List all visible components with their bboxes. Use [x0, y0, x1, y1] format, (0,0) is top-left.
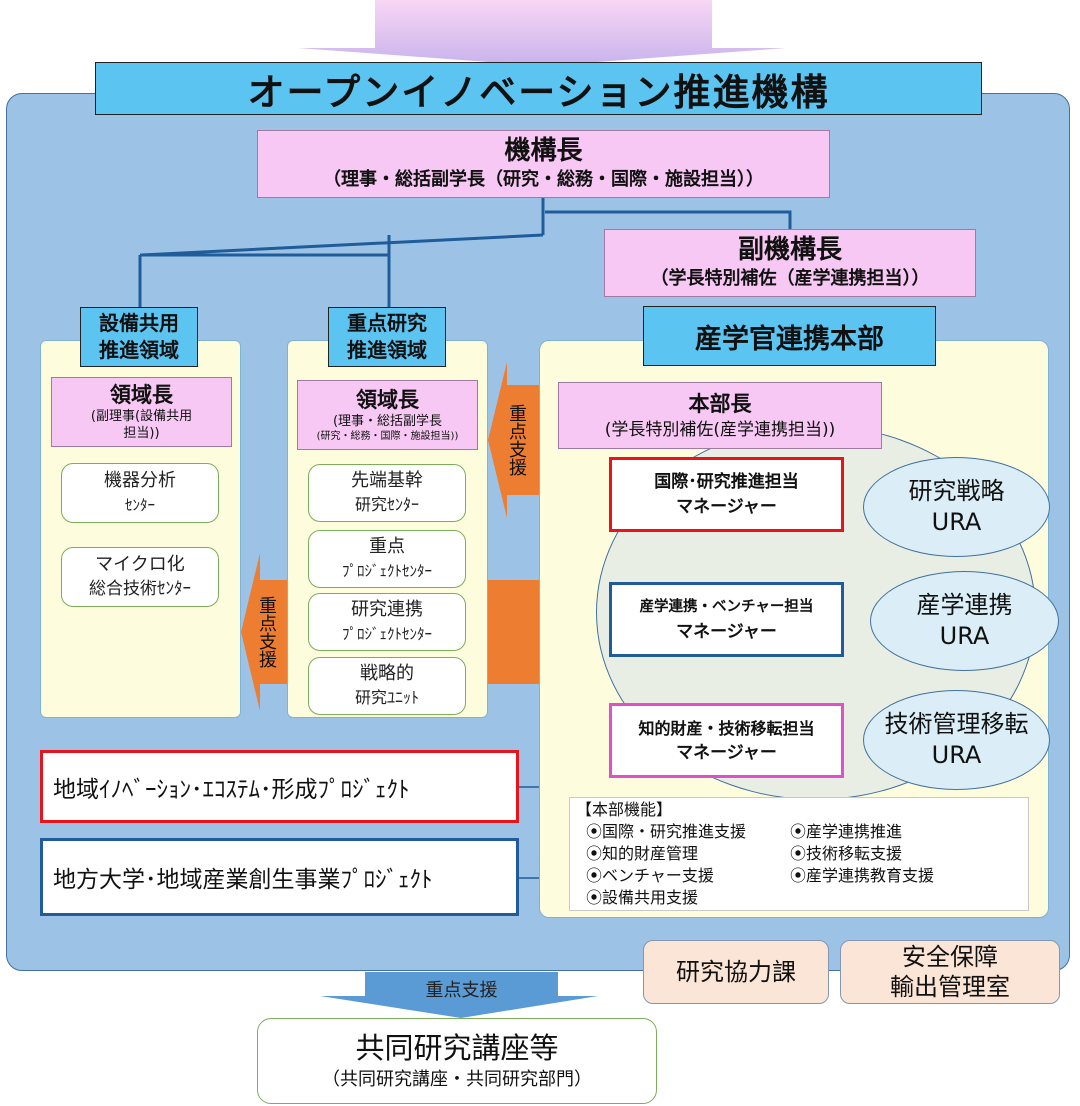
hq-head-title: 本部長: [688, 391, 752, 416]
vice-director-subtitle: （学長特別補佐（産学連携担当））: [650, 268, 930, 289]
office-label-line1: 安全保障: [902, 943, 998, 971]
hq-function-item: ⦿国際・研究推進支援: [586, 822, 747, 841]
manager-box: 知的財産・技術移転担当 マネージャー: [609, 703, 844, 778]
unit-label-line2: 研究ｾﾝﾀｰ: [354, 495, 419, 514]
director-title: 機構長: [504, 136, 583, 166]
project-box: 地方大学･地域産業創生事業ﾌﾟﾛｼﾞｪｸﾄ: [40, 838, 519, 916]
organization-title: オープンイノベーション推進機構: [95, 62, 982, 115]
unit-label-line1: 研究連携: [351, 599, 423, 620]
priority-domain-label: 重点研究 推進領域: [328, 307, 446, 367]
ura-label: 産学連携: [916, 591, 1013, 619]
director-box: 機構長 （理事・総括副学長（研究・総務・国際・施設担当））: [257, 130, 830, 198]
bottom-support-arrow: [320, 972, 598, 1018]
hq-function-item: ⦿ベンチャー支援: [586, 866, 714, 885]
hq-label: 産学官連携本部: [643, 306, 936, 366]
facility-domain-label-line2: 推進領域: [99, 338, 179, 362]
priority-unit: 重点 ﾌﾟﾛｼﾞｪｸﾄｾﾝﾀｰ: [308, 530, 466, 588]
facility-domain-label-line1: 設備共用: [99, 311, 179, 335]
manager-title: マネージャー: [676, 621, 777, 642]
project-label: 地域ｲﾉﾍﾞｰｼｮﾝ･ｴｺｽﾃﾑ･形成ﾌﾟﾛｼﾞｪｸﾄ: [53, 776, 410, 803]
unit-label-line2: 総合技術ｾﾝﾀｰ: [89, 579, 191, 599]
manager-role: 産学連携・ベンチャー担当: [639, 598, 814, 615]
facility-head-title: 領域長: [110, 383, 173, 407]
facility-head-box: 領域長 (副理事(設備共用 担当)): [51, 377, 232, 447]
priority-unit: 戦略的 研究ﾕﾆｯﾄ: [308, 657, 466, 715]
office-label-line2: 輸出管理室: [890, 973, 1010, 1001]
unit-label-line1: マイクロ化: [95, 554, 185, 575]
manager-role: 知的財産・技術移転担当: [638, 718, 815, 738]
top-flow-arrow: [298, 0, 786, 66]
unit-label-line2: ｾﾝﾀｰ: [124, 496, 155, 514]
hq-function-item: ⦿産学連携推進: [790, 822, 903, 841]
manager-box: 産学連携・ベンチャー担当 マネージャー: [609, 582, 844, 657]
joint-research-box: 共同研究講座等 （共同研究講座・共同研究部門）: [257, 1018, 657, 1104]
joint-research-subtitle: （共同研究講座・共同研究部門）: [322, 1069, 592, 1090]
office-box: 安全保障 輸出管理室: [840, 940, 1060, 1004]
manager-title: マネージャー: [676, 742, 777, 763]
hq-functions-title: 【本部機能】: [576, 800, 673, 819]
manager-role: 国際･研究推進担当: [654, 471, 799, 492]
hq-function-item: ⦿設備共用支援: [586, 888, 699, 907]
hq-functions-grid: ⦿国際・研究推進支援 ⦿産学連携推進 ⦿知的財産管理 ⦿技術移転支援 ⦿ベンチャ…: [576, 821, 1022, 909]
priority-unit: 先端基幹 研究ｾﾝﾀｰ: [308, 464, 466, 522]
ura-ellipse: 研究戦略 URA: [863, 457, 1050, 557]
office-label: 研究協力課: [676, 958, 796, 986]
hq-functions-box: 【本部機能】 ⦿国際・研究推進支援 ⦿産学連携推進 ⦿知的財産管理 ⦿技術移転支…: [569, 797, 1029, 911]
ura-ellipse: 産学連携 URA: [870, 571, 1059, 671]
hq-function-item: ⦿知的財産管理: [586, 844, 699, 863]
facility-unit: マイクロ化 総合技術ｾﾝﾀｰ: [61, 547, 219, 607]
ura-suffix: URA: [939, 622, 990, 650]
priority-head-title: 領域長: [356, 387, 419, 412]
unit-label-line2: ﾌﾟﾛｼﾞｪｸﾄｾﾝﾀｰ: [341, 562, 432, 580]
office-box: 研究協力課: [643, 940, 829, 1004]
project-box: 地域ｲﾉﾍﾞｰｼｮﾝ･ｴｺｽﾃﾑ･形成ﾌﾟﾛｼﾞｪｸﾄ: [40, 750, 519, 823]
manager-title: マネージャー: [676, 496, 777, 517]
ura-label: 技術管理移転: [884, 710, 1029, 738]
vice-director-box: 副機構長 （学長特別補佐（産学連携担当））: [604, 229, 976, 297]
priority-domain-label-line2: 推進領域: [347, 338, 427, 362]
unit-label-line1: 先端基幹: [351, 470, 423, 491]
project-label: 地方大学･地域産業創生事業ﾌﾟﾛｼﾞｪｸﾄ: [53, 867, 433, 893]
hq-function-item: ⦿産学連携教育支援: [790, 866, 935, 885]
priority-head-sub1: (理事・総括副学長: [332, 413, 443, 429]
bottom-support-label: 重点支援: [425, 980, 498, 1001]
priority-head-box: 領域長 (理事・総括副学長 (研究・総務・国際・施設担当)): [297, 380, 478, 450]
unit-label-line1: 重点: [369, 536, 405, 557]
priority-head-sub2: (研究・総務・国際・施設担当)): [316, 430, 459, 442]
facility-head-sub2: 担当)): [123, 426, 160, 441]
manager-box: 国際･研究推進担当 マネージャー: [609, 457, 844, 532]
director-subtitle: （理事・総括副学長（研究・総務・国際・施設担当））: [323, 169, 764, 190]
unit-label-line2: ﾌﾟﾛｼﾞｪｸﾄｾﾝﾀｰ: [341, 625, 432, 643]
hq-head-box: 本部長 (学長特別補佐(産学連携担当)): [558, 382, 882, 449]
ura-suffix: URA: [931, 741, 982, 769]
unit-label-line1: 機器分析: [104, 470, 176, 491]
support-arrow-hq-to-priority: [488, 362, 540, 518]
unit-label-line2: 研究ﾕﾆｯﾄ: [354, 688, 419, 707]
joint-research-title: 共同研究講座等: [355, 1031, 559, 1065]
ura-suffix: URA: [931, 508, 982, 536]
facility-domain-label: 設備共用 推進領域: [80, 307, 198, 367]
hq-head-subtitle: (学長特別補佐(産学連携担当)): [604, 419, 836, 440]
facility-head-sub1: (副理事(設備共用: [90, 409, 193, 424]
director-connector: [138, 197, 792, 312]
support-band-hq-to-priority: [488, 580, 540, 684]
facility-unit: 機器分析 ｾﾝﾀｰ: [61, 463, 219, 523]
support-label-hq: 重点支援: [506, 404, 527, 476]
support-label-priority: 重点支援: [256, 596, 277, 668]
support-arrow-priority-to-facility: [241, 553, 288, 711]
ura-label: 研究戦略: [908, 477, 1005, 505]
ura-ellipse: 技術管理移転 URA: [863, 690, 1050, 790]
hq-function-item: ⦿技術移転支援: [790, 844, 903, 863]
unit-label-line1: 戦略的: [360, 663, 414, 684]
priority-unit: 研究連携 ﾌﾟﾛｼﾞｪｸﾄｾﾝﾀｰ: [308, 593, 466, 651]
vice-director-title: 副機構長: [737, 235, 842, 265]
priority-domain-label-line1: 重点研究: [347, 311, 427, 335]
